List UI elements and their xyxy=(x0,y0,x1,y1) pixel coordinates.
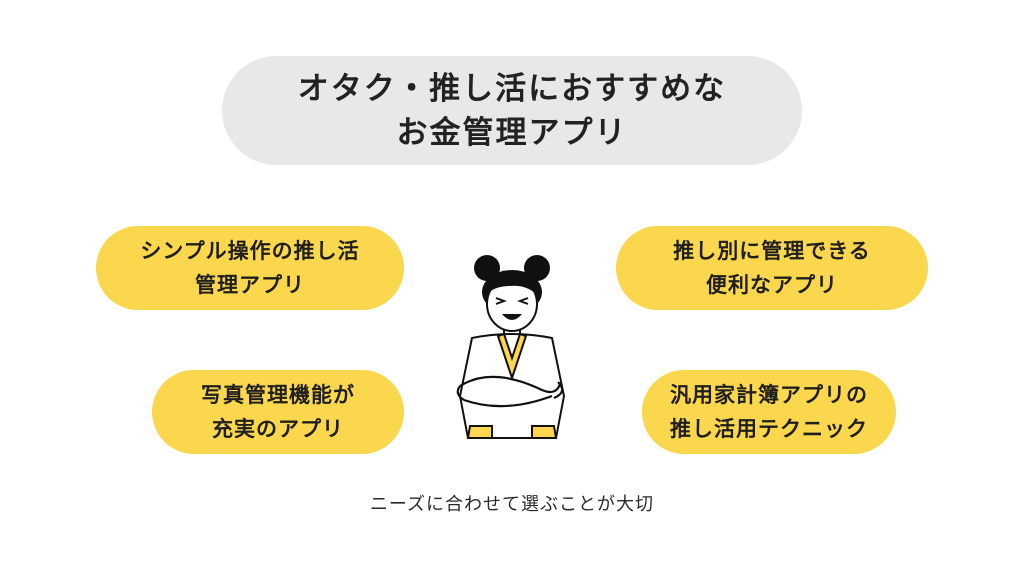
bubble-line-1: 推し別に管理できる xyxy=(673,239,871,263)
bubble-line-2: 便利なアプリ xyxy=(706,273,838,297)
hem-left xyxy=(466,425,493,439)
elbow-left xyxy=(456,385,465,401)
arm-lower xyxy=(463,394,553,408)
bubble-photo-app: 写真管理機能が 充実のアプリ xyxy=(152,370,404,454)
hair-bun-left xyxy=(474,255,500,281)
bubble-line-1: 汎用家計簿アプリの xyxy=(670,383,868,407)
hem-right xyxy=(531,425,558,439)
title-banner: オタク・推し活におすすめな お金管理アプリ xyxy=(222,56,802,165)
caption: ニーズに合わせて選ぶことが大切 xyxy=(369,494,655,515)
arm-upper xyxy=(459,375,562,394)
mouth xyxy=(502,314,522,320)
bubble-line-2: 充実のアプリ xyxy=(212,417,344,441)
bangs xyxy=(484,275,540,298)
bubble-budget-app-technique: 汎用家計簿アプリの 推し活用テクニック xyxy=(642,370,896,454)
bubble-line-1: シンプル操作の推し活 xyxy=(140,239,360,263)
bubble-simple-oshi-app: シンプル操作の推し活 管理アプリ xyxy=(96,226,404,310)
title-line-2: お金管理アプリ xyxy=(396,114,628,151)
elbow-right xyxy=(553,381,564,400)
title-line-1: オタク・推し活におすすめな xyxy=(297,70,727,107)
jacket xyxy=(458,333,566,439)
collar xyxy=(496,332,528,382)
bubble-per-oshi-app: 推し別に管理できる 便利なアプリ xyxy=(616,226,928,310)
bubble-line-2: 管理アプリ xyxy=(195,273,305,297)
person-illustration xyxy=(456,255,566,439)
eye-left xyxy=(495,297,507,305)
eye-right xyxy=(517,297,529,305)
bubble-line-2: 推し活用テクニック xyxy=(670,417,868,441)
hair-bun-right xyxy=(524,255,550,281)
bubble-line-1: 写真管理機能が xyxy=(201,383,355,407)
